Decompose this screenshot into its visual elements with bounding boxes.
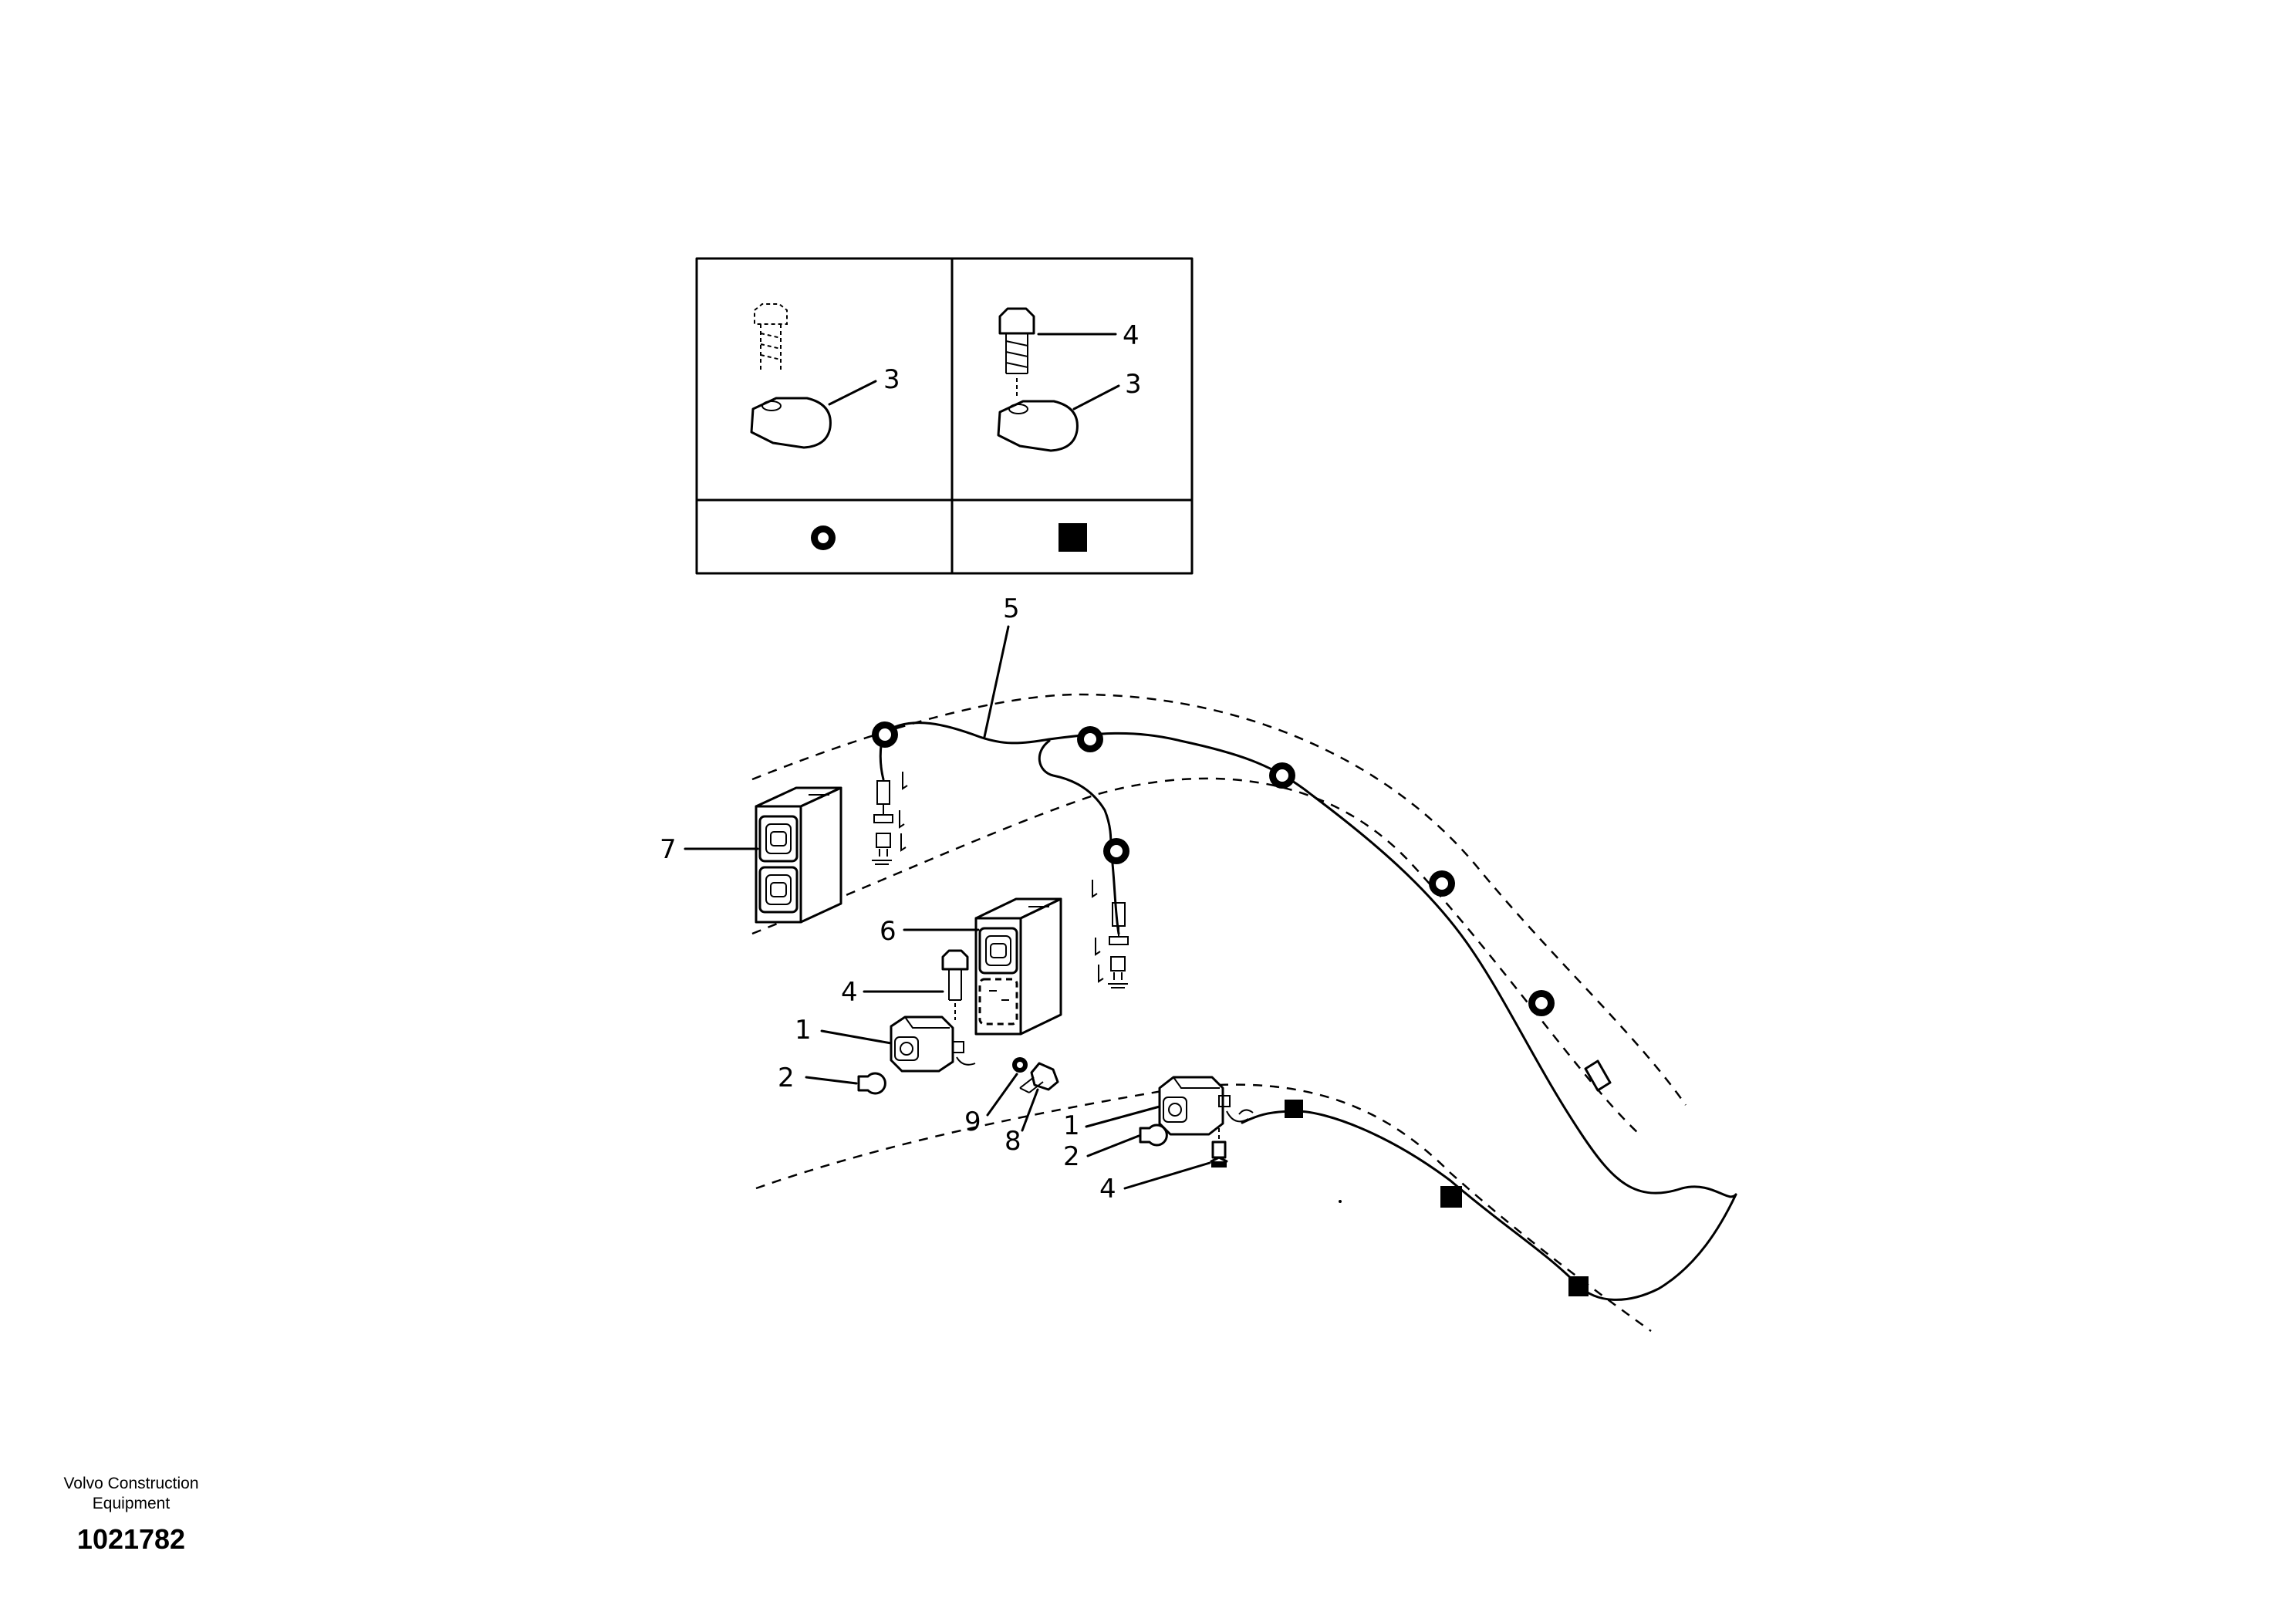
lamp-assembly-right <box>1139 1076 1254 1168</box>
footer-block: Volvo Construction Equipment 1021782 <box>31 1474 231 1556</box>
cable-harness <box>872 721 1737 1301</box>
legend-callout-4-right: 4 <box>1123 320 1140 351</box>
callout-5: 5 <box>1003 593 1020 624</box>
callout-4-right: 4 <box>1099 1174 1116 1205</box>
callout-7: 7 <box>660 834 677 865</box>
clip-bolt-illustration <box>997 307 1079 452</box>
callout-4-left: 4 <box>841 977 858 1008</box>
brand-line-1: Volvo Construction <box>63 1475 199 1492</box>
switch-panel-6 <box>974 897 1062 1036</box>
callout-8: 8 <box>1004 1126 1021 1157</box>
clip-dashed-bolt-illustration <box>750 303 832 449</box>
legend-box: 3 4 3 <box>695 257 1194 575</box>
callout-2-left: 2 <box>778 1063 795 1093</box>
callout-1-right: 1 <box>1063 1110 1080 1141</box>
callout-6: 6 <box>880 916 896 947</box>
callout-9: 9 <box>964 1107 981 1137</box>
switch-panel-7 <box>755 786 842 924</box>
callout-1-left: 1 <box>795 1015 812 1046</box>
legend-callout-3-right: 3 <box>1125 369 1142 400</box>
lamp-assembly-left <box>857 949 1059 1095</box>
legend-callout-3-left: 3 <box>883 364 900 395</box>
machine-outline <box>751 693 1687 1333</box>
callout-2-right: 2 <box>1063 1141 1080 1172</box>
drawing-number: 1021782 <box>76 1523 186 1555</box>
brand-line-2: Equipment <box>92 1495 171 1512</box>
square-marker-symbol <box>1059 523 1087 552</box>
